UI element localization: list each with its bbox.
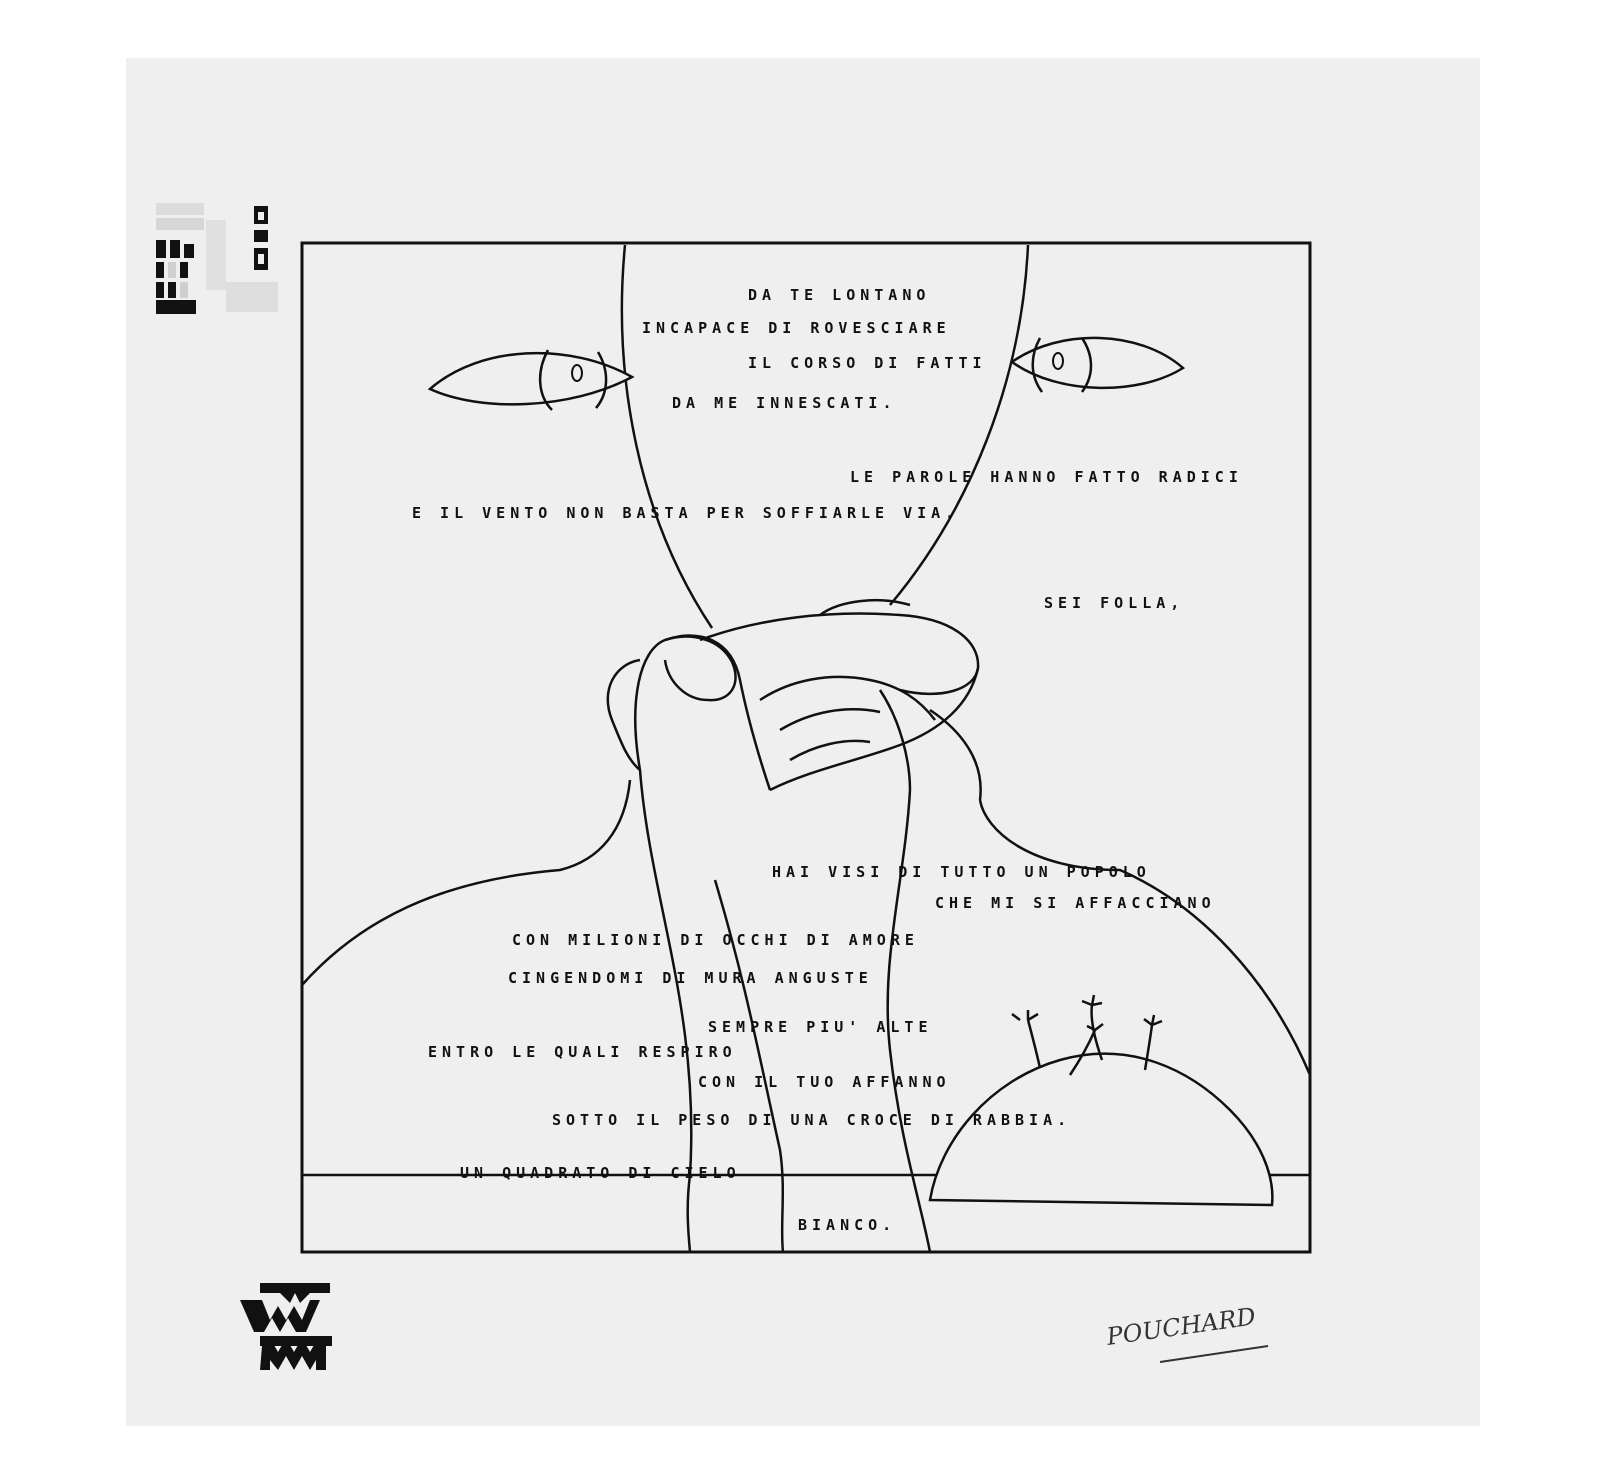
publisher-stamp-logo [156, 203, 278, 314]
poem-line: INCAPACE DI ROVESCIARE [642, 319, 951, 337]
poem-line: IL CORSO DI FATTI [748, 354, 987, 372]
poem-line: CINGENDOMI DI MURA ANGUSTE [508, 969, 873, 987]
signature-text: POUCHARD [1104, 1302, 1257, 1351]
artist-signature: POUCHARD [1104, 1302, 1269, 1363]
right-eye [1009, 336, 1186, 393]
poem-line: CON IL TUO AFFANNO [698, 1073, 951, 1091]
face-outline-left [620, 244, 714, 629]
poem-line: ENTRO LE QUALI RESPIRO [428, 1043, 737, 1061]
poem-line: CON MILIONI DI OCCHI DI AMORE [512, 931, 919, 949]
body-line-2 [713, 879, 785, 1253]
poem-line: SEI FOLLA, [1044, 594, 1184, 612]
clasped-hands [606, 599, 982, 801]
body-line-3 [886, 789, 932, 1253]
poem-line: DA ME INNESCATI. [672, 394, 897, 412]
face-outline-right [889, 244, 1030, 606]
poem-line: SEMPRE PIU' ALTE [708, 1018, 933, 1036]
poem-line: DA TE LONTANO [748, 286, 930, 304]
poem-line: SOTTO IL PESO DI UNA CROCE DI RABBIA. [552, 1111, 1071, 1129]
poem-line: E IL VENTO NON BASTA PER SOFFIARLE VIA. [412, 504, 959, 522]
right-shoulder [978, 799, 1312, 1076]
poem-line: LE PAROLE HANNO FATTO RADICI [850, 468, 1243, 486]
poem: DA TE LONTANO INCAPACE DI ROVESCIARE IL … [412, 286, 1243, 1234]
poem-line: CHE MI SI AFFACCIANO [935, 894, 1216, 912]
poem-line: BIANCO. [798, 1216, 896, 1234]
left-shoulder [301, 779, 632, 986]
left-eye [427, 349, 635, 411]
body-line-1 [638, 769, 693, 1253]
poem-line: HAI VISI DI TUTTO UN POPOLO [772, 863, 1151, 881]
island-with-palms [928, 994, 1274, 1207]
poem-line: UN QUADRATO DI CIELO [460, 1164, 741, 1182]
wmm-logo [240, 1283, 332, 1370]
